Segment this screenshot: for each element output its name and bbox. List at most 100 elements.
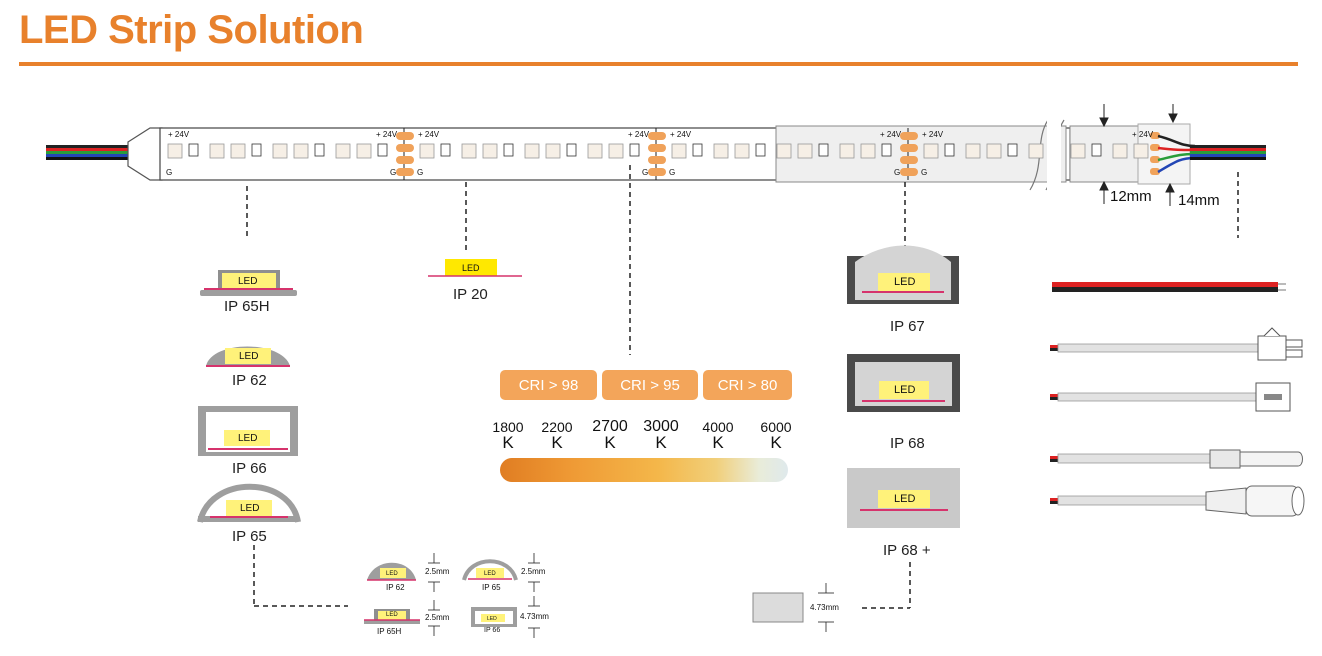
led-chip xyxy=(1133,143,1149,159)
led-label-ip20: LED xyxy=(462,263,480,273)
ip65h-profile xyxy=(200,270,297,296)
label-ip67: IP 67 xyxy=(890,318,925,335)
title-underline xyxy=(19,62,1298,66)
ip66-profile xyxy=(198,406,298,456)
voltage-label-4: + 24V xyxy=(628,130,650,139)
led-chip xyxy=(734,143,750,159)
led-chip xyxy=(230,143,246,159)
voltage-label-6: + 24V xyxy=(880,130,902,139)
ip68-profile xyxy=(847,354,960,412)
led-chip xyxy=(1112,143,1128,159)
label-ip66: IP 66 xyxy=(232,460,267,477)
detail-height-ip66: 4.73mm xyxy=(520,612,549,621)
ip20-profile xyxy=(428,259,522,277)
width-14mm: 14mm xyxy=(1178,192,1220,209)
led-chip xyxy=(419,143,435,159)
detail-led-ip65: LED xyxy=(484,571,496,577)
voltage-label-2: + 24V xyxy=(376,130,398,139)
voltage-label-5: + 24V xyxy=(670,130,692,139)
led-chip xyxy=(1091,143,1102,157)
led-chip xyxy=(440,143,451,157)
led-chip xyxy=(671,143,687,159)
led-label-ip68: LED xyxy=(894,384,916,396)
ground-label-4: G xyxy=(642,168,649,177)
led-chip xyxy=(524,143,540,159)
ground-label-1: G xyxy=(166,168,173,177)
input-wires xyxy=(46,127,163,181)
detail-height-ip62: 2.5mm xyxy=(425,567,450,576)
led-chip xyxy=(377,143,388,157)
led-chip xyxy=(1070,143,1086,159)
led-chip xyxy=(860,143,876,159)
led-chip xyxy=(209,143,225,159)
led-chip xyxy=(482,143,498,159)
led-chip xyxy=(335,143,351,159)
label-ip65h: IP 65H xyxy=(224,298,270,315)
led-label-ip65h: LED xyxy=(238,276,258,287)
detail-label-ip65: IP 65 xyxy=(482,583,501,592)
ground-label-6: G xyxy=(894,168,901,177)
led-chip xyxy=(1028,143,1044,159)
detail-led-ip66: LED xyxy=(487,616,497,622)
connector-jst-male xyxy=(1050,327,1303,361)
cct-gradient-bar xyxy=(500,458,788,482)
detail-height-ip68plus: 4.73mm xyxy=(810,603,839,612)
led-chip xyxy=(881,143,892,157)
led-chips xyxy=(167,143,1149,159)
led-chip xyxy=(545,143,561,159)
detail-dimension-arrows xyxy=(428,553,834,638)
led-chip xyxy=(755,143,766,157)
leader-lines xyxy=(246,165,1239,609)
connector-dc-male xyxy=(1050,449,1303,469)
led-chip xyxy=(965,143,981,159)
connector-bare-wire xyxy=(1052,282,1286,292)
led-chip xyxy=(818,143,829,157)
led-label-ip66: LED xyxy=(238,433,258,444)
voltage-label-3: + 24V xyxy=(418,130,440,139)
led-label-ip62: LED xyxy=(239,351,259,362)
led-chip xyxy=(356,143,372,159)
cri-badge-98: CRI > 98 xyxy=(500,370,597,400)
led-chip xyxy=(566,143,577,157)
voltage-label-8: + 24V xyxy=(1132,130,1154,139)
detail-height-ip65h: 2.5mm xyxy=(425,613,450,622)
led-label-ip65: LED xyxy=(240,503,260,514)
detail-led-ip62: LED xyxy=(386,571,398,577)
ip67-profile xyxy=(847,245,959,304)
connector-dc-female xyxy=(1050,485,1305,517)
label-ip62: IP 62 xyxy=(232,372,267,389)
label-ip20: IP 20 xyxy=(453,286,488,303)
led-chip xyxy=(692,143,703,157)
led-chip xyxy=(713,143,729,159)
ground-label-7: G xyxy=(921,168,928,177)
led-chip xyxy=(944,143,955,157)
led-label-ip68plus: LED xyxy=(894,493,916,505)
led-chip xyxy=(461,143,477,159)
connector-jst-female xyxy=(1050,382,1291,412)
led-chip xyxy=(272,143,288,159)
detail-profiles xyxy=(364,559,804,627)
ground-label-2: G xyxy=(390,168,397,177)
page-title: LED Strip Solution xyxy=(19,8,364,52)
led-chip xyxy=(629,143,640,157)
led-chip xyxy=(167,143,183,159)
width-12mm: 12mm xyxy=(1110,188,1152,205)
detail-height-ip65: 2.5mm xyxy=(521,567,546,576)
led-chip xyxy=(608,143,624,159)
cri-badge-80: CRI > 80 xyxy=(703,370,792,400)
detail-label-ip66: IP 66 xyxy=(484,627,501,634)
detail-led-ip65h: LED xyxy=(386,612,398,618)
led-chip xyxy=(251,143,262,157)
label-ip68plus: IP 68 + xyxy=(883,542,931,559)
voltage-label-7: + 24V xyxy=(922,130,944,139)
detail-label-ip62: IP 62 xyxy=(386,583,405,592)
voltage-label-1: + 24V xyxy=(168,130,190,139)
ip62-profile xyxy=(206,346,290,367)
label-ip68: IP 68 xyxy=(890,435,925,452)
